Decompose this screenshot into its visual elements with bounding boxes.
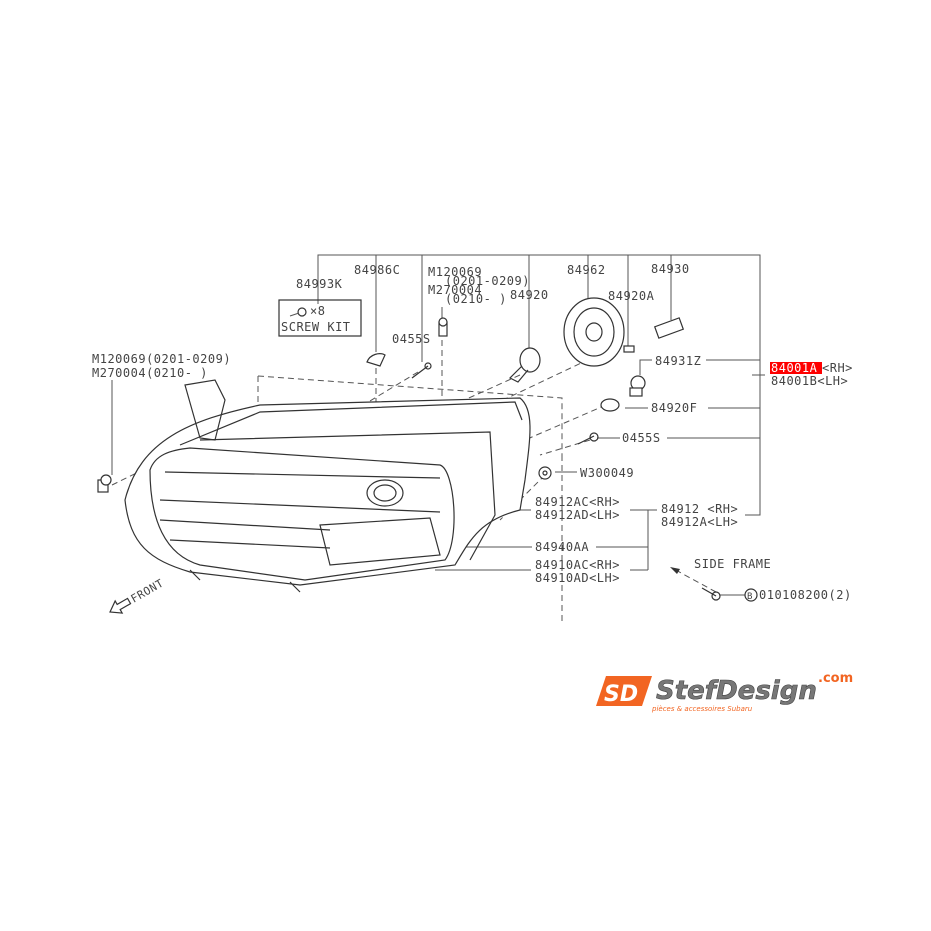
arrow-icon xyxy=(670,567,680,574)
label-84001b[interactable]: 84001B<LH> xyxy=(771,374,848,388)
label-0455s-top[interactable]: 0455S xyxy=(392,332,431,346)
label-w300049[interactable]: W300049 xyxy=(580,466,634,480)
label-screw-kit-qty: ×8 xyxy=(310,304,325,318)
label-m120069-top[interactable]: M120069 xyxy=(428,265,482,279)
label-84001a-side: <RH> xyxy=(822,361,853,375)
label-84940aa[interactable]: 84940AA xyxy=(535,540,589,554)
cap-84962 xyxy=(563,297,625,367)
small-parts xyxy=(97,297,758,602)
part-labels: 84993K ×8 SCREW KIT 84986C M120069 (0201… xyxy=(92,262,853,614)
screw-0455s-right xyxy=(577,432,599,445)
label-84912ad[interactable]: 84912AD<LH> xyxy=(535,508,620,522)
bulb-84920 xyxy=(508,347,541,383)
label-84920f[interactable]: 84920F xyxy=(651,401,697,415)
label-0455s-right[interactable]: 0455S xyxy=(622,431,661,445)
clip-icon xyxy=(366,353,386,367)
screw-icon xyxy=(289,307,307,317)
label-84910ad[interactable]: 84910AD<LH> xyxy=(535,571,620,585)
front-arrow-icon xyxy=(109,597,132,614)
screw-0455s-top xyxy=(411,362,432,379)
bulb-84920f xyxy=(600,398,620,412)
label-84920[interactable]: 84920 xyxy=(510,288,549,302)
label-84986c[interactable]: 84986C xyxy=(354,263,400,277)
stefdesign-logo: SD StefDesign .com pièces & accessoires … xyxy=(596,671,853,713)
logo-badge-text: SD xyxy=(604,682,638,707)
screw-kit-box xyxy=(278,299,362,337)
label-front: FRONT xyxy=(129,576,166,605)
socket-84930 xyxy=(653,317,685,339)
label-m270004-top[interactable]: M270004 xyxy=(428,283,482,297)
label-m270004-left[interactable]: M270004(0210- ) xyxy=(92,366,208,380)
label-84001a[interactable]: 84001A xyxy=(771,361,818,375)
label-84912[interactable]: 84912 <RH> xyxy=(661,502,738,516)
nut-w300049 xyxy=(538,466,552,480)
label-84910ac[interactable]: 84910AC<RH> xyxy=(535,558,620,572)
bolt-m120069-top xyxy=(438,317,448,337)
logo-badge xyxy=(596,676,652,706)
logo-tld: .com xyxy=(818,671,853,686)
label-84962[interactable]: 84962 xyxy=(567,263,606,277)
label-84912ac[interactable]: 84912AC<RH> xyxy=(535,495,620,509)
logo-tagline: pièces & accessoires Subaru xyxy=(651,705,753,713)
b-marker-icon xyxy=(744,588,758,602)
label-010108200[interactable]: 010108200(2) xyxy=(759,588,852,602)
label-m270004-top-range: (0210- ) xyxy=(445,292,507,306)
front-arrow: FRONT xyxy=(109,576,166,614)
headlamp-assembly xyxy=(124,379,531,593)
label-m120069-left[interactable]: M120069(0201-0209) xyxy=(92,352,231,366)
label-84931z[interactable]: 84931Z xyxy=(655,354,701,368)
label-screw-kit[interactable]: SCREW KIT xyxy=(281,320,351,334)
label-84930[interactable]: 84930 xyxy=(651,262,690,276)
socket-84931z xyxy=(629,375,646,397)
leader-lines xyxy=(111,254,765,596)
label-84920a[interactable]: 84920A xyxy=(608,289,655,303)
label-b-mark: B xyxy=(747,592,753,602)
label-side-frame: SIDE FRAME xyxy=(694,557,771,571)
bolt-side-frame xyxy=(701,587,721,601)
label-84912a[interactable]: 84912A<LH> xyxy=(661,515,738,529)
bulb-84920a xyxy=(623,345,635,353)
bolt-left xyxy=(97,474,112,493)
highlight-84001a xyxy=(770,362,822,374)
label-m120069-top-range: (0201-0209) xyxy=(445,274,530,288)
logo-name: StefDesign xyxy=(656,676,817,706)
label-84993k[interactable]: 84993K xyxy=(296,277,343,291)
